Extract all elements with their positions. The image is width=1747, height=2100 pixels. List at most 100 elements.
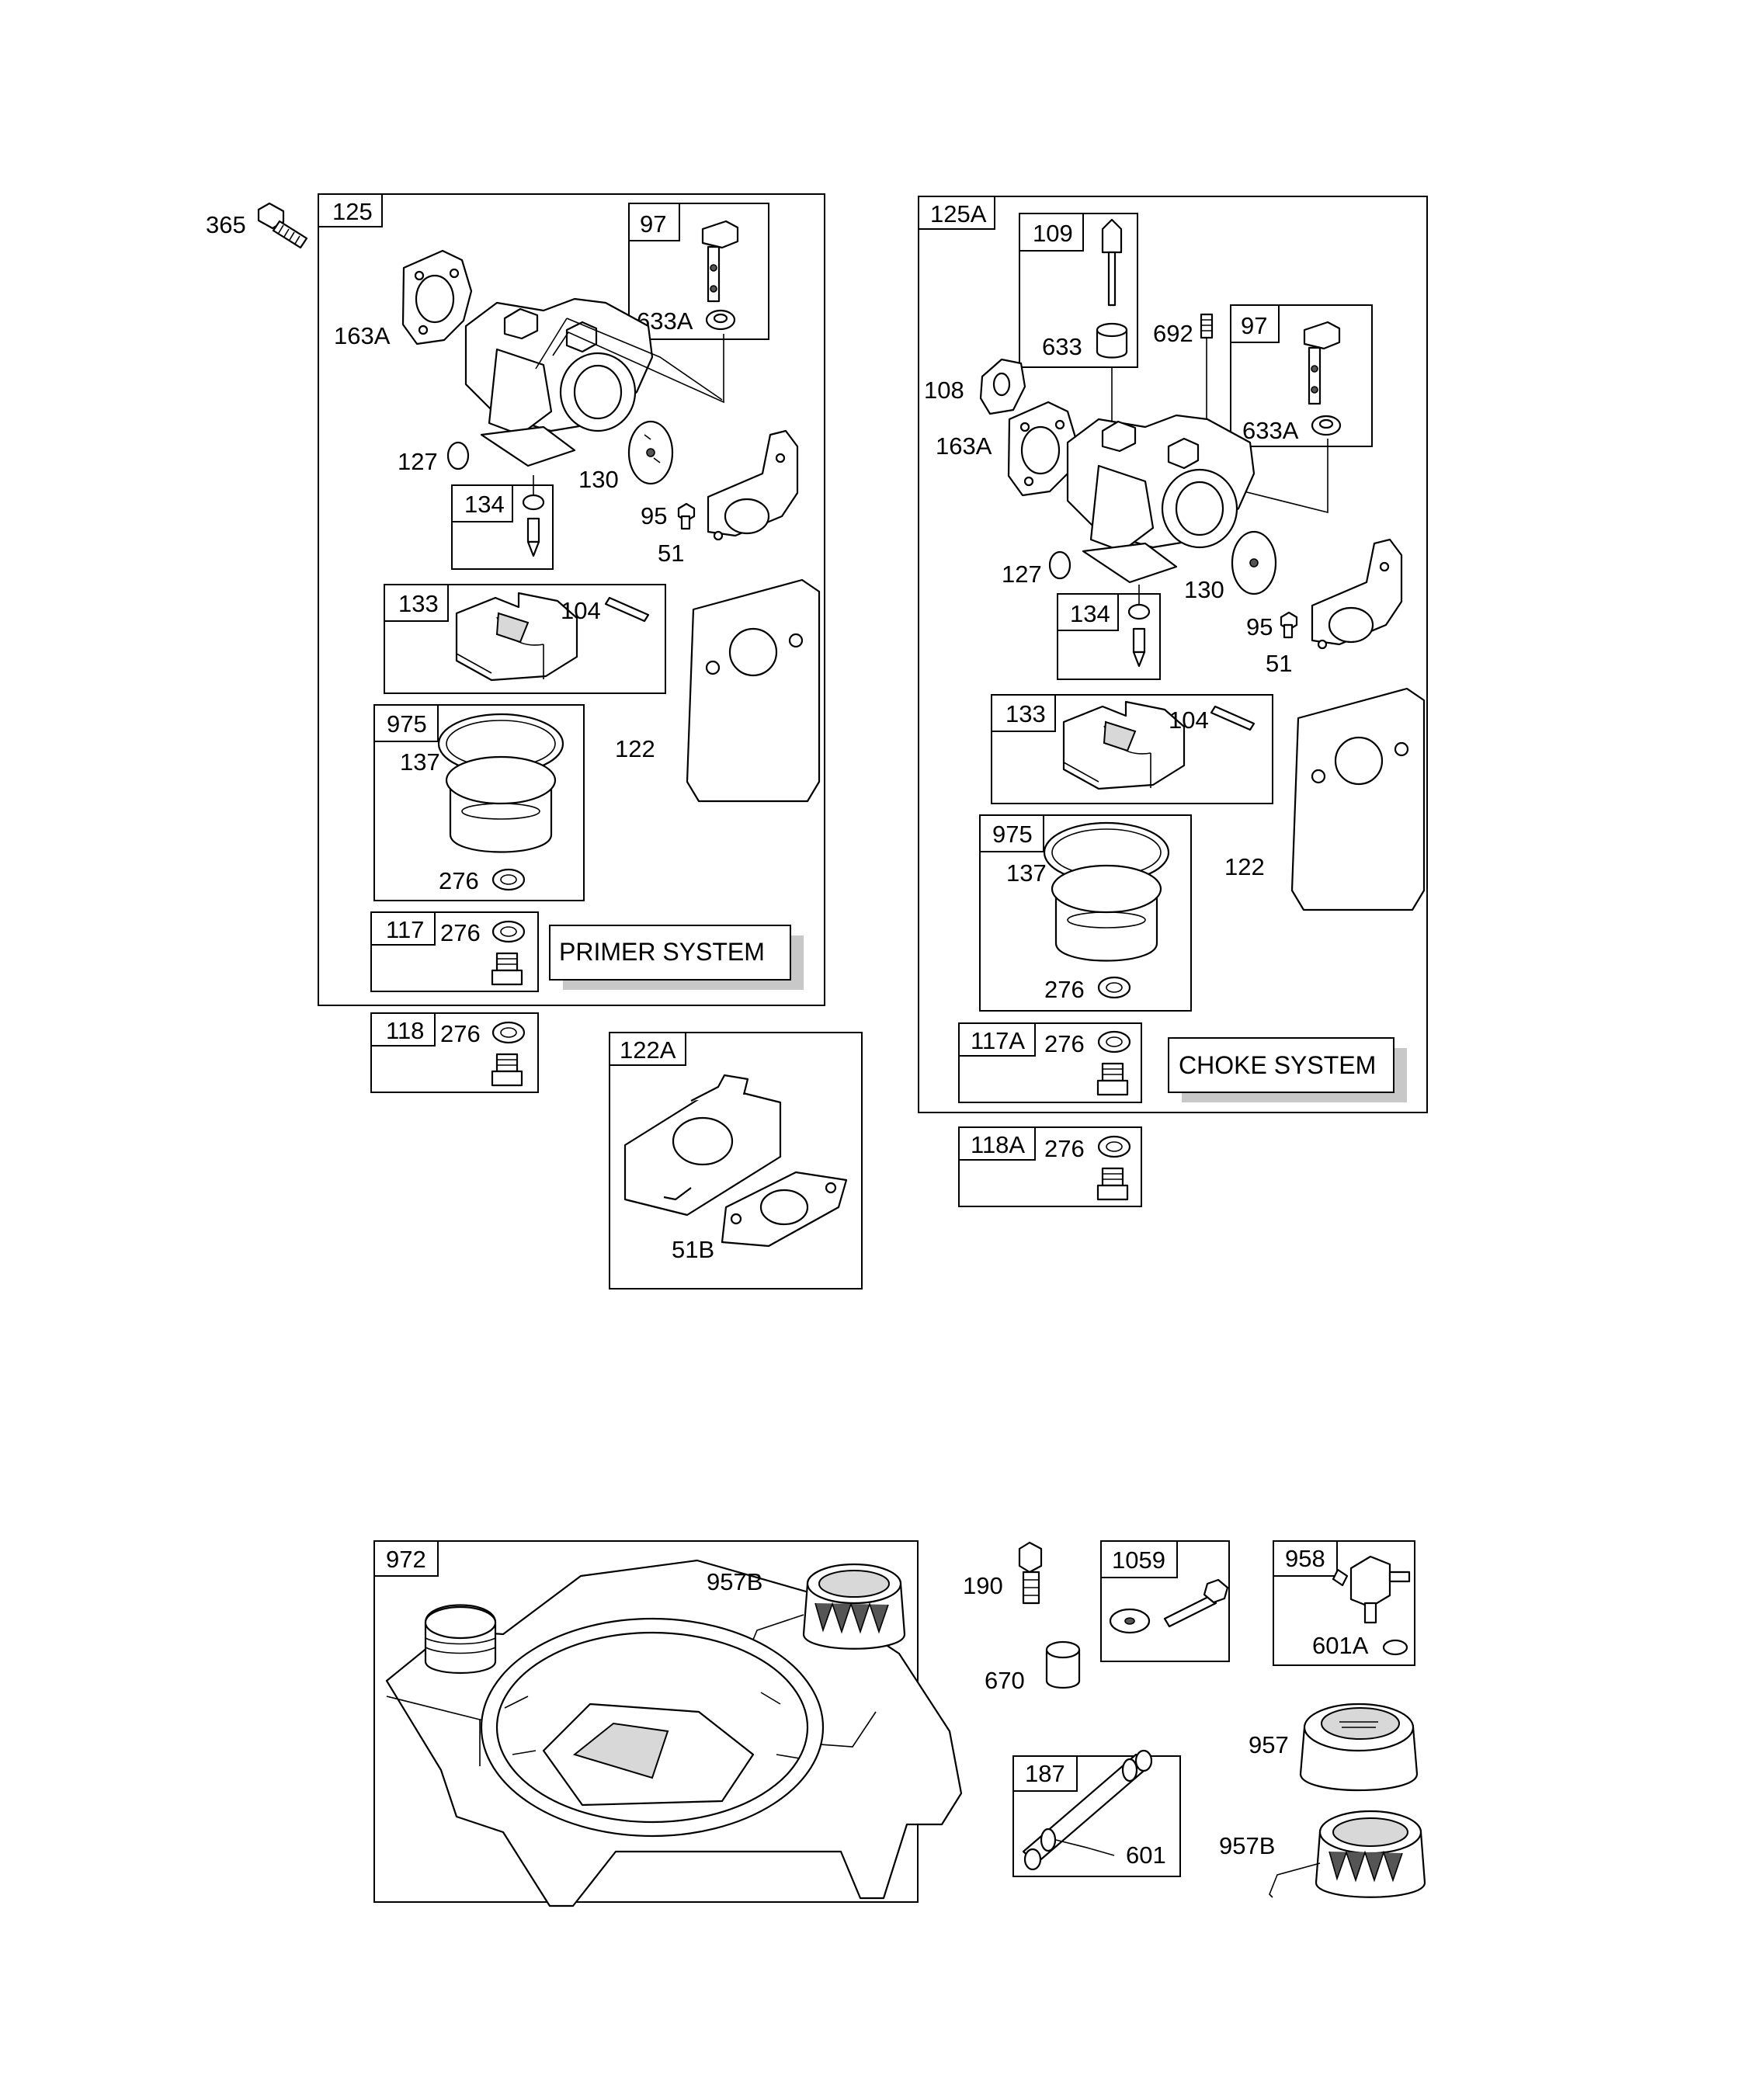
box-97-choke-tag xyxy=(1230,304,1280,343)
plug-117 xyxy=(491,952,523,986)
label-109: 109 xyxy=(1033,220,1073,247)
bushing-670 xyxy=(1045,1640,1081,1689)
box-118A-tag xyxy=(958,1126,1036,1161)
label-972: 972 xyxy=(386,1546,426,1573)
box-97-primer xyxy=(628,203,769,340)
washer-276-118A xyxy=(1097,1135,1131,1158)
box-134-primer-tag xyxy=(451,484,513,522)
label-957B: 957B xyxy=(1219,1832,1275,1859)
gasket-51B xyxy=(721,1171,848,1248)
pin-104-choke xyxy=(1210,705,1256,731)
choke-carburetor-group: 125A 109 633 692 97 xyxy=(918,196,1428,1207)
spring-692 xyxy=(1200,313,1214,339)
float-pin-109 xyxy=(1101,218,1123,307)
gasket-51-choke xyxy=(1311,538,1403,650)
fuel-cap-957B-tank xyxy=(752,1563,906,1650)
fitting-190 xyxy=(1018,1541,1043,1605)
gasket-163A-primer xyxy=(401,249,473,345)
label-601: 601 xyxy=(1126,1841,1166,1869)
label-276-117: 276 xyxy=(440,919,481,946)
washer-276-117 xyxy=(491,920,526,943)
label-125: 125 xyxy=(332,198,373,225)
clamp-601 xyxy=(1040,1758,1138,1856)
screw-95-choke xyxy=(1280,611,1298,639)
box-975-primer-tag xyxy=(373,704,439,742)
label-130-choke: 130 xyxy=(1184,576,1224,603)
box-133-choke-tag xyxy=(991,694,1056,732)
clamp-601A xyxy=(1382,1639,1408,1656)
label-958: 958 xyxy=(1285,1545,1325,1572)
oring-127-choke xyxy=(1048,550,1071,580)
gasket-51-primer xyxy=(707,429,799,541)
label-125A: 125A xyxy=(930,200,987,227)
float-bowl-975-choke xyxy=(1043,821,1170,962)
label-122-choke: 122 xyxy=(1224,853,1265,880)
label-276-primer-1: 276 xyxy=(439,867,479,894)
oring-127-primer xyxy=(446,441,470,470)
diaphragm-130-primer xyxy=(627,420,674,485)
label-117A: 117A xyxy=(971,1027,1025,1054)
label-365: 365 xyxy=(206,211,246,238)
label-95-choke: 95 xyxy=(1246,613,1273,640)
fuel-cap-957 xyxy=(1299,1703,1419,1792)
screw-95-primer xyxy=(677,502,696,530)
float-133-choke xyxy=(1062,700,1186,790)
label-187: 187 xyxy=(1025,1760,1065,1787)
washer-276-choke-1 xyxy=(1097,976,1131,999)
label-1059: 1059 xyxy=(1112,1546,1165,1574)
choke-shaft-97-primer xyxy=(701,220,739,303)
label-97-primer: 97 xyxy=(640,210,666,238)
gasket-163A-choke xyxy=(1007,401,1078,497)
label-133-primer: 133 xyxy=(398,590,439,617)
box-97-primer-tag xyxy=(628,203,680,241)
float-bowl-975-primer xyxy=(437,713,564,853)
label-118: 118 xyxy=(386,1017,424,1044)
label-97-choke: 97 xyxy=(1241,312,1267,339)
box-125A xyxy=(918,196,995,230)
screw-365 xyxy=(257,202,308,249)
gasket-122-primer xyxy=(686,578,821,803)
label-130-primer: 130 xyxy=(578,466,619,493)
box-109-tag xyxy=(1019,213,1084,252)
label-276-118: 276 xyxy=(440,1020,481,1047)
choke-system-box xyxy=(1168,1037,1394,1093)
bushing-633 xyxy=(1096,322,1128,359)
label-51B: 51B xyxy=(672,1236,714,1263)
carburetor-body-choke xyxy=(1066,414,1256,584)
label-276-117A: 276 xyxy=(1044,1030,1085,1057)
fuel-cap-957B xyxy=(1269,1810,1426,1898)
label-134-primer: 134 xyxy=(464,491,505,518)
label-51-choke: 51 xyxy=(1266,650,1292,677)
label-133-choke: 133 xyxy=(1005,700,1046,727)
box-958 xyxy=(1273,1540,1415,1666)
spacer-122A xyxy=(623,1074,782,1217)
box-958-tag xyxy=(1273,1540,1338,1577)
box-972-tag xyxy=(373,1540,439,1577)
box-118A xyxy=(958,1126,1142,1207)
plug-117A xyxy=(1096,1062,1129,1096)
plug-118A xyxy=(1096,1167,1129,1201)
box-118 xyxy=(370,1012,539,1093)
label-276-choke-1: 276 xyxy=(1044,976,1085,1003)
box-187 xyxy=(1012,1755,1181,1877)
label-104-primer: 104 xyxy=(561,597,601,624)
washer-276-117A xyxy=(1097,1030,1131,1053)
choke-shaft-97-choke xyxy=(1303,321,1341,405)
choke-system-label: CHOKE SYSTEM xyxy=(1179,1051,1376,1079)
washer-276-primer-1 xyxy=(491,868,526,891)
label-692: 692 xyxy=(1153,320,1193,347)
box-133-choke xyxy=(991,694,1273,804)
label-118A: 118A xyxy=(971,1131,1025,1158)
frame-125A xyxy=(918,196,1428,1113)
box-117A-tag xyxy=(958,1022,1036,1057)
fuel-tank-group: 972 957B 190 xyxy=(373,1540,1426,1907)
box-975-choke-tag xyxy=(979,814,1044,852)
box-125 xyxy=(318,193,383,227)
fuel-tank-972 xyxy=(385,1559,963,1907)
label-104-choke: 104 xyxy=(1169,706,1209,734)
diaphragm-130-choke xyxy=(1231,530,1277,595)
label-122-primer: 122 xyxy=(615,735,655,762)
primer-system-box xyxy=(549,925,791,981)
label-975-primer: 975 xyxy=(387,710,427,738)
